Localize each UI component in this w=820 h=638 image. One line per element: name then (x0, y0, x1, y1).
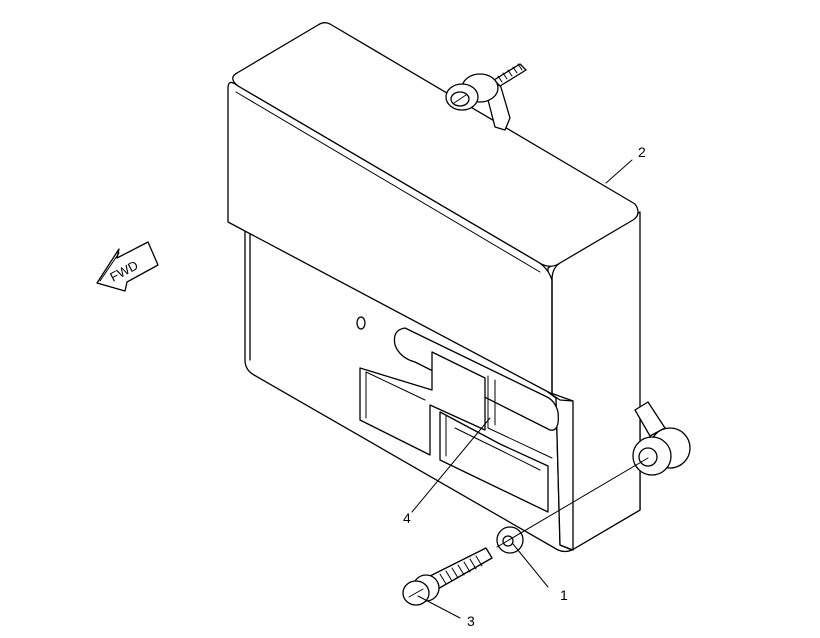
upper-mounting-stud (445, 63, 527, 131)
bolt-part-3 (402, 547, 493, 606)
housing-cover (227, 22, 641, 553)
leader-lines (411, 159, 633, 619)
leader-3 (417, 595, 461, 619)
callout-3: 3 (467, 613, 475, 629)
callout-2: 2 (638, 144, 646, 160)
leader-4 (411, 417, 491, 513)
callout-4: 4 (403, 510, 411, 526)
leader-2 (605, 159, 633, 184)
mounting-hole (356, 316, 366, 330)
lower-grommet (632, 401, 691, 476)
leader-1 (512, 543, 549, 588)
callout-1: 1 (560, 587, 568, 603)
washer-part-1 (496, 526, 524, 554)
assembly-axis-line (496, 457, 649, 548)
fwd-direction-arrow: FWD (96, 241, 159, 292)
